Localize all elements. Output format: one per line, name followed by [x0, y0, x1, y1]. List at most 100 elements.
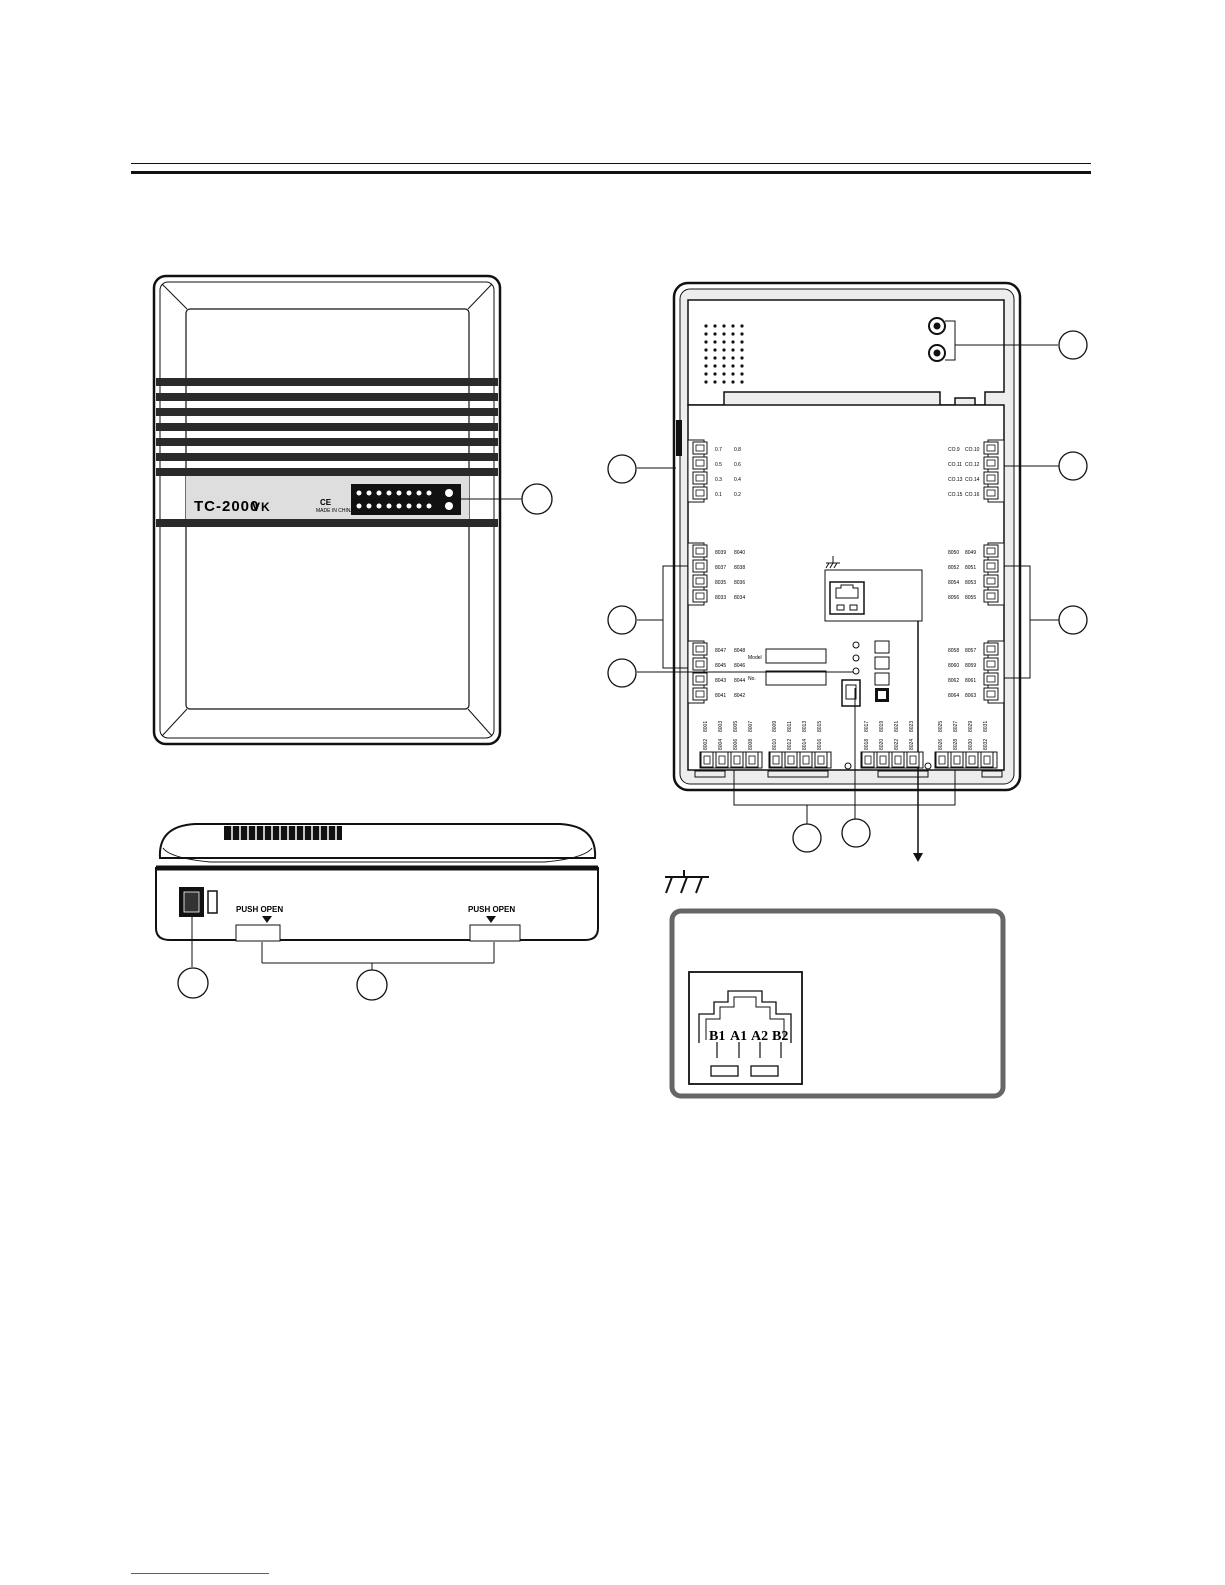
- svg-text:CO.9: CO.9: [948, 447, 960, 453]
- svg-text:8013: 8013: [802, 721, 808, 732]
- svg-text:8053: 8053: [965, 580, 976, 586]
- svg-text:8009: 8009: [772, 721, 778, 732]
- svg-text:8052: 8052: [948, 565, 959, 571]
- svg-text:8028: 8028: [953, 739, 959, 750]
- svg-text:0.2: 0.2: [734, 492, 741, 498]
- extension-block-left-upper: 8039 8040 8037 8038 8035 8036 8033 8034: [687, 542, 745, 606]
- pin-b2-label: B2: [772, 1029, 788, 1044]
- svg-text:8019: 8019: [879, 721, 885, 732]
- svg-text:8029: 8029: [968, 721, 974, 732]
- svg-text:8055: 8055: [965, 595, 976, 601]
- callout-co-left: [607, 454, 637, 484]
- svg-text:8058: 8058: [948, 648, 959, 654]
- push-open-right-label: PUSH OPEN: [468, 905, 515, 914]
- callout-power: [177, 967, 209, 999]
- svg-text:8062: 8062: [948, 678, 959, 684]
- header-rule-thin: [131, 163, 1091, 164]
- svg-text:8041: 8041: [715, 693, 726, 699]
- svg-text:8020: 8020: [879, 739, 885, 750]
- svg-text:CO.14: CO.14: [965, 477, 980, 483]
- svg-text:0.7: 0.7: [715, 447, 722, 453]
- vent-grille: [156, 378, 498, 527]
- pin-a2-label: A2: [751, 1029, 768, 1044]
- svg-text:8060: 8060: [948, 663, 959, 669]
- svg-text:8032: 8032: [983, 739, 989, 750]
- co-port-block-left: 0.7 0.8 0.5 0.6 0.3 0.4 0.1 0.2: [687, 439, 741, 503]
- svg-text:8010: 8010: [772, 739, 778, 750]
- board-view: 0.7 0.8 0.5 0.6 0.3 0.4 0.1 0.2 CO.9 CO.…: [607, 281, 1088, 862]
- svg-text:0.4: 0.4: [734, 477, 741, 483]
- aux-connector: [841, 679, 861, 707]
- svg-text:8064: 8064: [948, 693, 959, 699]
- svg-text:8001: 8001: [703, 721, 709, 732]
- side-view: PUSH OPEN PUSH OPEN: [155, 823, 599, 1001]
- callout-bottom-ports: [792, 823, 822, 853]
- svg-text:8047: 8047: [715, 648, 726, 654]
- callout-co-right: [1058, 451, 1088, 481]
- callout-indicator: [607, 658, 637, 688]
- svg-text:8039: 8039: [715, 550, 726, 556]
- svg-text:8046: 8046: [734, 663, 745, 669]
- svg-text:8049: 8049: [965, 550, 976, 556]
- svg-text:8048: 8048: [734, 648, 745, 654]
- svg-text:8045: 8045: [715, 663, 726, 669]
- svg-text:8054: 8054: [948, 580, 959, 586]
- model-name: TC-2000: [194, 498, 259, 515]
- svg-text:8038: 8038: [734, 565, 745, 571]
- svg-text:8023: 8023: [909, 721, 915, 732]
- svg-text:CO.16: CO.16: [965, 492, 980, 498]
- svg-text:CO.12: CO.12: [965, 462, 980, 468]
- svg-text:8003: 8003: [718, 721, 724, 732]
- svg-text:8027: 8027: [953, 721, 959, 732]
- svg-text:8014: 8014: [802, 739, 808, 750]
- svg-text:8061: 8061: [965, 678, 976, 684]
- svg-text:8030: 8030: [968, 739, 974, 750]
- svg-text:8057: 8057: [965, 648, 976, 654]
- svg-text:8051: 8051: [965, 565, 976, 571]
- svg-text:8016: 8016: [817, 739, 823, 750]
- svg-text:8031: 8031: [983, 721, 989, 732]
- svg-text:8021: 8021: [894, 721, 900, 732]
- svg-text:8026: 8026: [938, 739, 944, 750]
- svg-text:0.6: 0.6: [734, 462, 741, 468]
- svg-text:8042: 8042: [734, 693, 745, 699]
- serial-plate: [765, 670, 827, 686]
- svg-text:8007: 8007: [748, 721, 754, 732]
- ground-symbol-large: [665, 870, 709, 894]
- callout-aux-connector: [841, 818, 871, 848]
- svg-text:8035: 8035: [715, 580, 726, 586]
- front-view: TC-2000 VK CE MADE IN CHINA: [152, 274, 553, 746]
- bottom-extension-ports: [699, 751, 998, 769]
- svg-text:8050: 8050: [948, 550, 959, 556]
- callout-front-led: [521, 483, 553, 515]
- model-suffix: VK: [252, 500, 271, 514]
- led-indicator-panel: [351, 484, 461, 515]
- svg-text:8036: 8036: [734, 580, 745, 586]
- svg-text:8015: 8015: [817, 721, 823, 732]
- svg-text:0.3: 0.3: [715, 477, 722, 483]
- svg-text:CO.15: CO.15: [948, 492, 963, 498]
- svg-text:8002: 8002: [703, 739, 709, 750]
- svg-text:8008: 8008: [748, 739, 754, 750]
- svg-text:8012: 8012: [787, 739, 793, 750]
- svg-text:8044: 8044: [734, 678, 745, 684]
- svg-text:8043: 8043: [715, 678, 726, 684]
- callout-ext-left: [607, 605, 637, 635]
- speaker-holes: [704, 324, 744, 384]
- svg-text:8004: 8004: [718, 739, 724, 750]
- svg-text:8006: 8006: [733, 739, 739, 750]
- model-plate-label: Model: [748, 655, 762, 661]
- extension-block-right-lower: 8058 8057 8060 8059 8062 8061 8064 8063: [948, 640, 1005, 704]
- footer-link-underline: [131, 1573, 269, 1574]
- svg-text:8005: 8005: [733, 721, 739, 732]
- svg-text:8022: 8022: [894, 739, 900, 750]
- svg-text:8011: 8011: [787, 721, 793, 732]
- svg-text:CO.11: CO.11: [948, 462, 962, 468]
- svg-text:8017: 8017: [864, 721, 870, 732]
- svg-text:CO.13: CO.13: [948, 477, 963, 483]
- push-open-left-label: PUSH OPEN: [236, 905, 283, 914]
- co-port-block-right: CO.9 CO.10 CO.11 CO.12 CO.13 CO.14 CO.15…: [948, 439, 1005, 503]
- svg-text:0.1: 0.1: [715, 492, 722, 498]
- ground-symbol-small: [825, 556, 840, 569]
